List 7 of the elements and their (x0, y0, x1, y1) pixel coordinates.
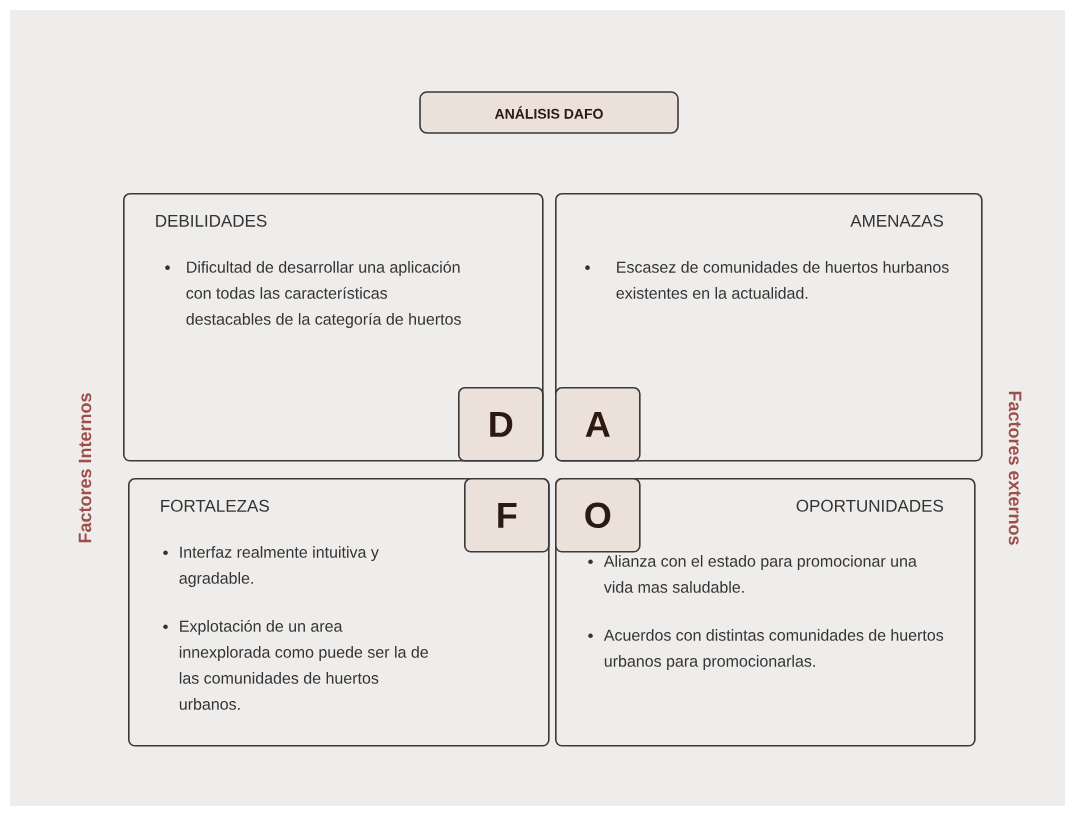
side-label: Factores externos (1008, 391, 1022, 545)
letter-box: O (555, 478, 641, 553)
letter-box: D (458, 387, 544, 462)
side-label: Factores Internos (78, 393, 92, 543)
letter-box: A (555, 387, 641, 462)
letter-box: F (464, 478, 550, 553)
title-box: ANÁLISIS DAFO (419, 91, 679, 134)
